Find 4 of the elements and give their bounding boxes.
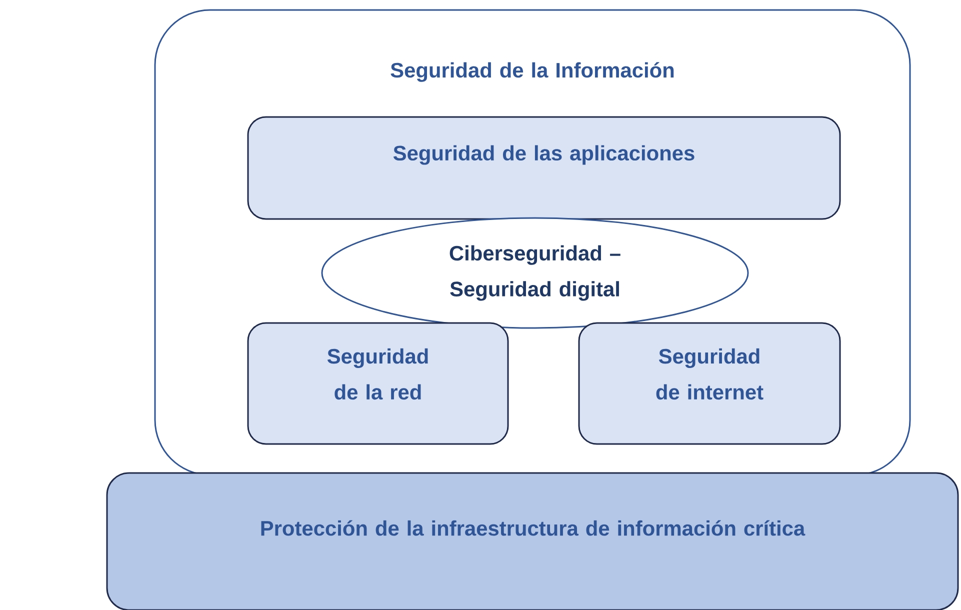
process-box: Seguridad de las aplicaciones — [247, 116, 841, 220]
base-band: Protección de la infraestructura de información crítica — [106, 472, 959, 610]
process-box: Seguridad de la red — [247, 322, 509, 445]
process-box: Seguridad de internet — [578, 322, 841, 445]
